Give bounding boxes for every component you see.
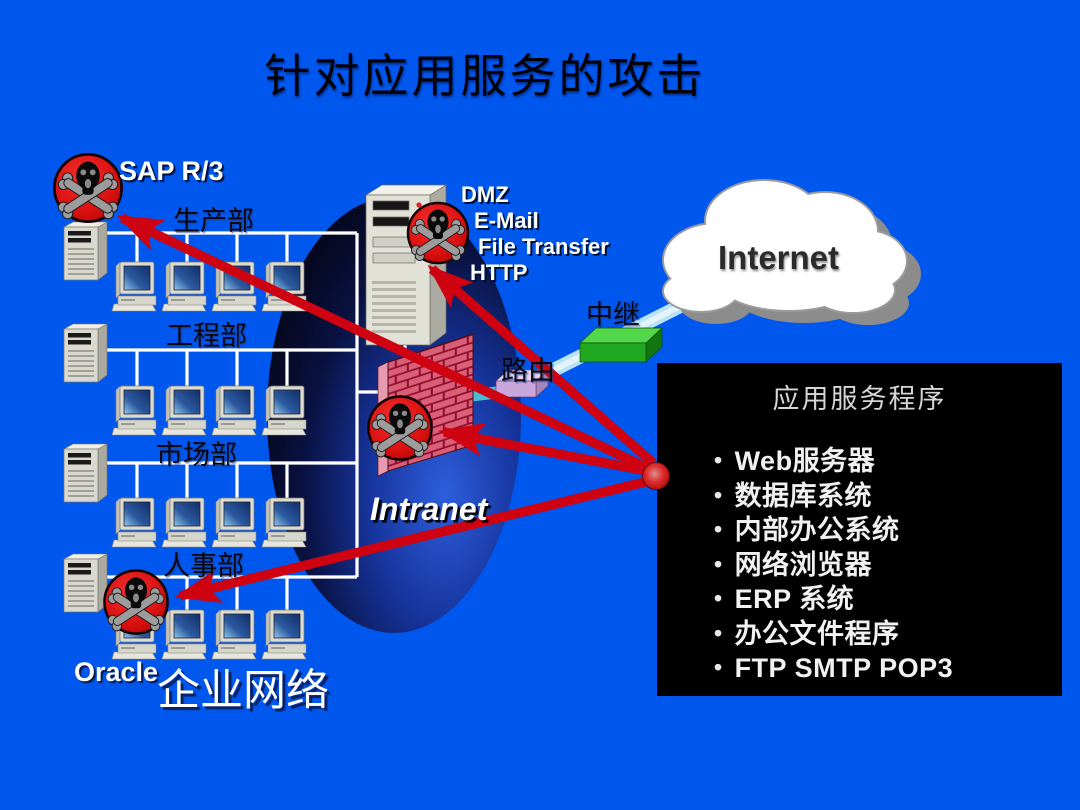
dept-label-marketing: 市场部 <box>156 440 237 470</box>
http-label: HTTP <box>470 260 528 285</box>
list-item-label: FTP SMTP POP3 <box>734 653 954 683</box>
bullet-icon: • <box>714 481 723 508</box>
enterprise-network-label: 企业网络 <box>157 668 329 715</box>
dmz-label-block: DMZ E-Mail File Transfer HTTP <box>461 182 609 286</box>
bullet-icon: • <box>714 654 723 680</box>
internet-cloud-icon <box>662 179 921 325</box>
router-box-icon <box>495 369 549 398</box>
intranet-label: Intranet <box>370 491 488 527</box>
desktop-computer-icon <box>161 385 207 436</box>
desktop-computer-icon <box>261 497 307 548</box>
server-tower-icon <box>63 221 108 281</box>
list-item-label: Web服务器 <box>734 446 876 476</box>
desktop-computer-icon <box>211 385 257 436</box>
desktop-computer-icon <box>111 261 157 312</box>
oracle-label: Oracle <box>74 657 159 687</box>
desktop-computer-icon <box>161 497 207 548</box>
list-item-label: 内部办公系统 <box>734 515 900 545</box>
list-item: • Web服务器 <box>714 445 953 480</box>
list-item: • 内部办公系统 <box>714 514 953 549</box>
bullet-icon: • <box>714 619 723 646</box>
server-tower-icon <box>63 443 108 503</box>
skull-crossbones-icon <box>53 152 123 224</box>
attack-arrow-sap <box>116 213 652 474</box>
attack-arrow-firewall <box>438 422 648 476</box>
list-item-label: 网络浏览器 <box>734 549 873 580</box>
server-tower-icon <box>63 323 108 383</box>
dept-label-production: 生产部 <box>173 206 254 236</box>
slide-title: 针对应用服务的攻击 <box>264 51 706 102</box>
dept-label-hr: 人事部 <box>163 551 244 581</box>
list-item: • ERP 系统 <box>714 583 953 618</box>
list-item: • 办公文件程序 <box>714 618 953 653</box>
bullet-icon: • <box>714 585 723 611</box>
dept-label-engineering: 工程部 <box>166 321 247 351</box>
services-list: • Web服务器 • 数据库系统 • 内部办公系统 • 网络浏览器 • ERP 系统 • 办… <box>714 445 953 687</box>
list-item-label: 数据库系统 <box>734 480 873 511</box>
internet-label: Internet <box>718 239 840 276</box>
list-item: • 网络浏览器 <box>714 549 953 584</box>
skull-crossbones-icon <box>103 569 169 635</box>
dmz-label: DMZ <box>461 182 509 207</box>
desktop-computer-icon <box>211 609 257 660</box>
list-item: • 数据库系统 <box>714 480 953 515</box>
desktop-computer-icon <box>111 385 157 436</box>
server-tower-icon <box>63 553 108 613</box>
skull-crossbones-icon <box>406 201 470 265</box>
skull-crossbones-icon <box>367 395 433 461</box>
desktop-computer-icon <box>261 609 307 660</box>
email-label: E-Mail <box>474 208 539 233</box>
attack-origin-dot <box>642 462 670 490</box>
list-item-label: 办公文件程序 <box>734 618 900 649</box>
relay-box-icon <box>579 327 663 363</box>
desktop-computer-icon <box>111 497 157 548</box>
services-panel: 应用服务程序 • Web服务器 • 数据库系统 • 内部办公系统 • 网络浏览器 • ER… <box>657 363 1062 696</box>
relay-label: 中继 <box>586 300 640 330</box>
router-label: 路由 <box>501 356 555 386</box>
file-transfer-label: File Transfer <box>478 234 609 259</box>
list-item-label: ERP 系统 <box>734 584 855 614</box>
bullet-icon: • <box>714 447 723 473</box>
list-item: • FTP SMTP POP3 <box>714 652 953 687</box>
desktop-computer-icon <box>161 261 207 312</box>
attack-arrow-oracle <box>174 476 651 603</box>
desktop-computer-icon <box>211 497 257 548</box>
sap-label: SAP R/3 <box>119 156 224 186</box>
services-panel-title: 应用服务程序 <box>772 384 947 414</box>
attack-arrow-dmz <box>427 265 657 467</box>
desktop-computer-icon <box>261 385 307 436</box>
bullet-icon: • <box>714 516 723 542</box>
desktop-computer-icon <box>161 609 207 660</box>
bullet-icon: • <box>714 550 723 577</box>
